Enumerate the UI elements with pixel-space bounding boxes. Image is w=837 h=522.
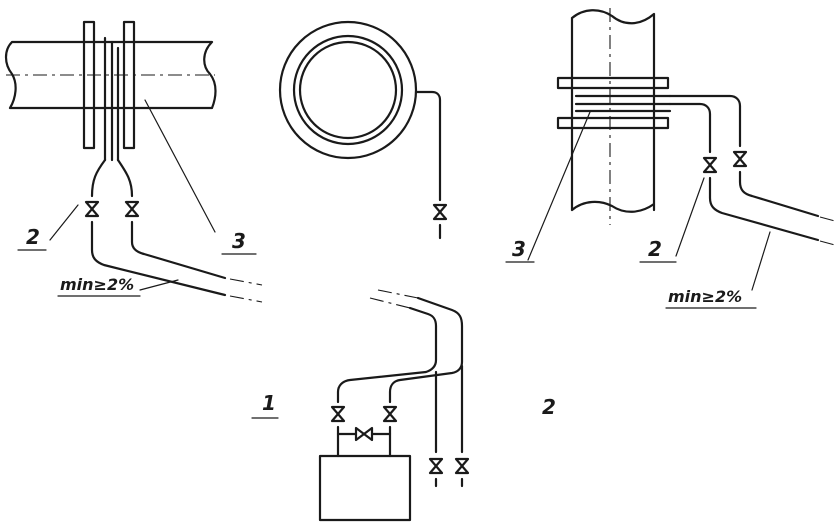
right-pipe-outline bbox=[570, 9, 656, 213]
chamber-middle-ring bbox=[292, 34, 404, 146]
left-impulse-lines bbox=[90, 158, 134, 198]
left-line-2 bbox=[130, 220, 227, 280]
right-impulse-1 bbox=[668, 102, 712, 154]
label-right-slope: min≥2% bbox=[668, 287, 742, 306]
equalizer-valve bbox=[354, 426, 374, 442]
label-left-slope: min≥2% bbox=[60, 275, 134, 294]
left-line-1 bbox=[90, 220, 227, 297]
leader-right-3 bbox=[527, 111, 591, 261]
bottom-line-1-cont bbox=[369, 297, 411, 309]
right-flange-2 bbox=[556, 116, 670, 130]
leader-right-slope bbox=[751, 231, 771, 291]
drain-valve-1 bbox=[428, 457, 444, 475]
bottom-line-2 bbox=[388, 296, 464, 404]
annular-chamber-section bbox=[278, 20, 448, 240]
leader-right-2 bbox=[675, 177, 705, 257]
label-left-2: 2 bbox=[26, 225, 40, 249]
chamber-outer-ring bbox=[278, 20, 418, 160]
bottom-line-1 bbox=[336, 306, 438, 404]
instrument-assembly: 1 2 bbox=[251, 289, 556, 522]
label-left-3: 3 bbox=[232, 229, 246, 253]
chamber-valve bbox=[432, 203, 448, 221]
left-flange-1 bbox=[82, 20, 96, 150]
label-right-3: 3 bbox=[512, 237, 526, 261]
manifold-valve-2 bbox=[382, 405, 398, 423]
left-valve-1 bbox=[84, 200, 100, 218]
chamber-inner-ring bbox=[298, 40, 398, 140]
label-right-2: 2 bbox=[648, 237, 662, 261]
leader-left-2 bbox=[49, 204, 79, 241]
left-flange-2 bbox=[122, 20, 136, 150]
left-line-2-cont bbox=[229, 278, 263, 286]
label-bottom-1: 1 bbox=[262, 391, 276, 415]
left-line-1-cont bbox=[229, 295, 263, 303]
right-line-1-cont bbox=[819, 240, 836, 246]
right-pipe-assembly: 3 2 min≥2% bbox=[505, 8, 836, 309]
right-line-2 bbox=[738, 170, 820, 218]
chamber-impulse-line bbox=[414, 90, 442, 202]
drain-valve-2 bbox=[454, 457, 470, 475]
right-valve-1 bbox=[702, 156, 718, 174]
instrument-box bbox=[318, 454, 412, 522]
left-pipe-assembly: 2 3 min≥2% bbox=[4, 20, 263, 303]
leader-left-3 bbox=[144, 99, 216, 233]
leader-left-slope bbox=[139, 279, 179, 291]
label-bottom-2: 2 bbox=[542, 395, 556, 419]
manifold-valve-1 bbox=[330, 405, 346, 423]
right-flange-1 bbox=[556, 76, 670, 90]
bottom-line-2-cont bbox=[377, 289, 419, 299]
right-line-1 bbox=[708, 176, 820, 242]
right-valve-2 bbox=[732, 150, 748, 168]
right-line-2-cont bbox=[819, 216, 836, 222]
right-impulse-2 bbox=[668, 94, 742, 148]
left-valve-2 bbox=[124, 200, 140, 218]
